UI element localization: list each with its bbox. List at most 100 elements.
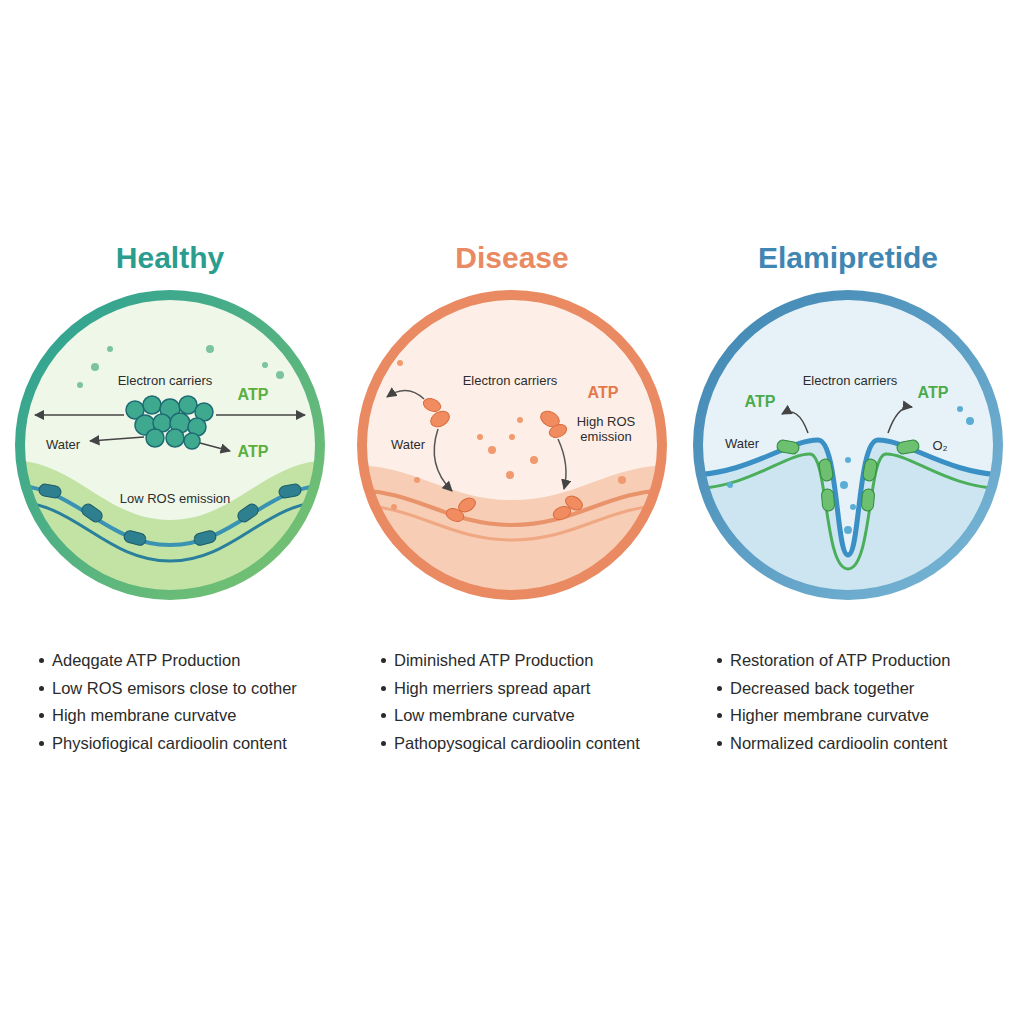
- illustration-part: [123, 529, 147, 546]
- bullet-dot: [39, 713, 44, 718]
- illustration-part: [414, 477, 420, 483]
- bullet-text: High membrane curvatve: [52, 706, 236, 725]
- panel-title: Healthy: [116, 241, 224, 276]
- mitochondrion-circle: HealthyElectron carriersATPWaterATPLow R…: [15, 290, 325, 600]
- illustration-part: [776, 439, 920, 511]
- inner-label: Water: [391, 438, 425, 453]
- bullet-dot: [381, 686, 386, 691]
- illustration-part: [397, 360, 403, 366]
- inner-label: Water: [46, 438, 80, 453]
- inner-label: Electron carriers: [803, 374, 898, 389]
- healthy-mitochondrion: [10, 295, 330, 615]
- bullet-text: Adeqgate ATP Production: [52, 651, 240, 670]
- bullet-dot: [381, 713, 386, 718]
- bullet-text: Decreased back together: [730, 679, 914, 698]
- illustration-part: [845, 457, 851, 463]
- panel-title: Disease: [455, 241, 568, 276]
- bullet-dot: [381, 741, 386, 746]
- illustration-part: [387, 390, 424, 399]
- illustration-part: [421, 396, 568, 439]
- illustration-part: [276, 371, 284, 379]
- bullet-dot: [39, 658, 44, 663]
- atp-label: ATP: [588, 384, 619, 402]
- illustration-part: [421, 396, 442, 413]
- illustration-part: [35, 414, 124, 416]
- bullet-dot: [717, 686, 722, 691]
- bullet-text: Higher membrane curvatve: [730, 706, 929, 725]
- bullet-dot: [717, 741, 722, 746]
- illustration-part: [77, 382, 83, 388]
- illustration-part: [352, 490, 672, 525]
- illustration-part: [387, 390, 566, 491]
- treated-mitochondrion: [688, 295, 1008, 615]
- atp-label: ATP: [238, 386, 269, 404]
- illustration-part: [90, 437, 144, 441]
- illustration-part: [77, 345, 284, 388]
- illustration-part: [200, 443, 230, 451]
- illustration-part: [352, 505, 672, 540]
- bullet-text: Pathopysogical cardioolin content: [394, 734, 640, 753]
- bullet-text: Physiofiogical cardioolin content: [52, 734, 287, 753]
- mitochondrion-circle: DiseaseElectron carriersATPWaterHigh ROS…: [357, 290, 667, 600]
- ring: [20, 295, 320, 595]
- illustration-part: [193, 529, 217, 546]
- bullet-text: Normalized cardioolin content: [730, 734, 947, 753]
- illustration-part: [782, 407, 912, 433]
- illustration-part: [776, 439, 800, 455]
- bullet-dot: [717, 658, 722, 663]
- illustration-part: [888, 407, 912, 433]
- illustration-part: [506, 471, 514, 479]
- illustration-part: [146, 429, 164, 447]
- illustration-part: [517, 417, 523, 423]
- bullet-dot: [381, 658, 386, 663]
- illustration-part: [206, 345, 214, 353]
- illustration-part: [850, 504, 856, 510]
- inner-label: Water: [725, 437, 759, 452]
- illustration-part: [782, 412, 808, 433]
- illustration-part: [278, 483, 302, 499]
- mitochondrion-circle: ElamipretideElectron carriersATPATPWater…: [693, 290, 1003, 600]
- illustration-part: [38, 483, 302, 546]
- inner-label: Electron carriers: [463, 374, 558, 389]
- illustration-part: [821, 489, 835, 512]
- illustration-part: [216, 414, 305, 416]
- illustration-part: [477, 434, 483, 440]
- inner-label: Low ROS emission: [120, 492, 231, 507]
- illustration-part: [434, 429, 452, 491]
- illustration-part: [107, 346, 113, 352]
- illustration-part: [391, 504, 397, 510]
- illustration-part: [862, 458, 878, 482]
- illustration-part: [840, 481, 848, 489]
- illustration-part: [896, 439, 920, 455]
- illustration-part: [488, 446, 496, 454]
- illustration-part: [530, 456, 538, 464]
- illustration-part: [80, 502, 105, 524]
- illustration-part: [618, 476, 626, 484]
- illustration-part: [727, 482, 733, 488]
- illustration-part: [444, 493, 584, 523]
- panel-title: Elamipretide: [758, 241, 938, 276]
- atp-label: ATP: [745, 393, 776, 411]
- inner-label: Electron carriers: [118, 374, 213, 389]
- bullet-text: Low ROS emisors close to cother: [52, 679, 297, 698]
- illustration-part: [509, 434, 515, 440]
- illustration-part: [688, 440, 1008, 615]
- illustration-part: [688, 439, 1008, 615]
- ring: [698, 295, 998, 595]
- illustration-part: [236, 502, 261, 524]
- bullet-dot: [39, 686, 44, 691]
- illustration-part: [844, 526, 852, 534]
- disease-mitochondrion: [352, 295, 672, 615]
- illustration-part: [563, 493, 585, 512]
- inner-label: High ROS emission: [568, 415, 644, 445]
- atp-label: ATP: [238, 443, 269, 461]
- bullet-text: Low membrane curvatve: [394, 706, 575, 725]
- illustration-part: [456, 495, 478, 514]
- illustration-part: [547, 422, 568, 439]
- bullet-dot: [717, 713, 722, 718]
- illustration-part: [143, 396, 161, 414]
- illustration-part: [126, 396, 213, 449]
- bullet-text: Restoration of ATP Production: [730, 651, 950, 670]
